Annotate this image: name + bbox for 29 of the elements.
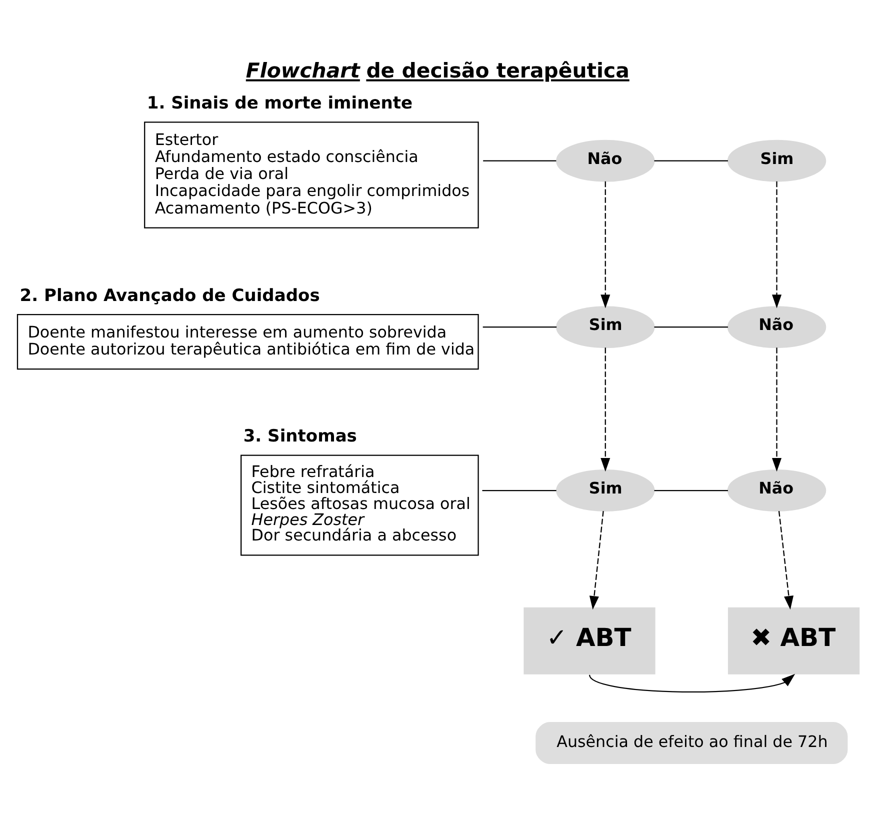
arrow xyxy=(772,348,782,472)
connector xyxy=(483,160,556,162)
connector xyxy=(654,490,728,492)
connector xyxy=(482,326,557,328)
node-box: ✓ ABT xyxy=(524,607,656,674)
node-label: 2. Plano Avançado de Cuidados xyxy=(20,286,320,306)
connector xyxy=(482,490,556,492)
arrow xyxy=(600,181,610,308)
arrow xyxy=(589,510,604,610)
diagram-title: Flowchart de decisão terapêutica xyxy=(246,58,630,82)
arrow xyxy=(600,348,610,472)
node-ellipse: Sim xyxy=(556,306,655,348)
arrow xyxy=(772,181,782,308)
connector xyxy=(654,326,728,328)
connector xyxy=(654,160,728,162)
node-box: Doente manifestou interesse em aumento sobrevida Doente autorizou terapêutica antibiótica em fim de vida xyxy=(16,314,479,370)
node-box: Estertor Afundamento estado consciência Perda de via oral Incapacidade para engolir comprimidos Acamamento (PS-ECOG>3) xyxy=(144,122,479,228)
node-label: 1. Sinais de morte iminente xyxy=(146,94,413,114)
node-box: Ausência de efeito ao final de 72h xyxy=(536,722,848,764)
arrow xyxy=(778,510,794,610)
node-box: Febre refratária Cistite sintomática Lesões aftosas mucosa oral Herpes Zoster Dor secundária a abcesso xyxy=(240,454,479,556)
node-ellipse: Sim xyxy=(556,470,655,512)
node-ellipse: Não xyxy=(727,306,826,348)
node-label: 3. Sintomas xyxy=(243,426,357,447)
node-ellipse: Não xyxy=(727,470,826,512)
node-box: ✖ ABT xyxy=(728,607,860,674)
arrow xyxy=(589,674,796,693)
node-ellipse: Não xyxy=(556,140,655,182)
node-ellipse: Sim xyxy=(727,140,826,182)
